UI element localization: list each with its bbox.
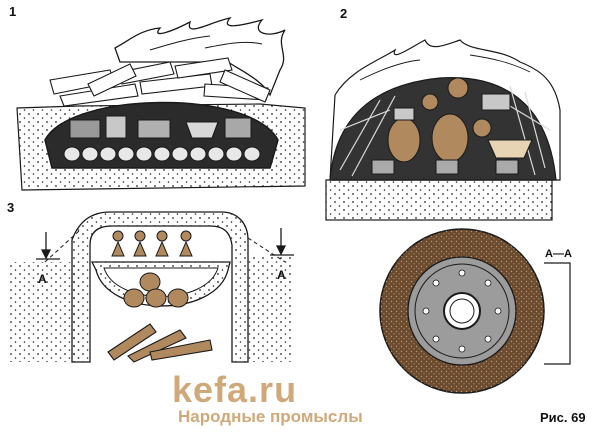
sticks	[339, 85, 551, 177]
watermark-subtitle: Народные промыслы	[178, 407, 363, 426]
section-arrow-left	[36, 232, 60, 260]
vent-holes	[422, 269, 502, 353]
section-view-label: A—A	[545, 248, 572, 260]
panel-2-bonfire-firing	[325, 39, 561, 221]
ground-soil	[325, 179, 553, 221]
panel-number-3: 3	[7, 200, 15, 215]
pottery-items	[69, 115, 252, 139]
firewood	[107, 323, 213, 363]
pottery-items	[123, 272, 189, 308]
flames	[114, 17, 286, 97]
panel-number-2: 2	[340, 6, 348, 21]
panel-3-kiln-section	[10, 211, 294, 363]
section-line	[44, 229, 286, 263]
flames	[329, 39, 561, 181]
section-mark-right: A	[277, 268, 286, 282]
panel-1-pit-firing	[16, 17, 306, 191]
firewood-logs	[49, 57, 271, 107]
ground-soil-right	[248, 256, 292, 362]
section-bracket	[544, 262, 571, 365]
section-arrow-right	[270, 228, 294, 256]
ground-soil-left	[10, 262, 82, 362]
section-aa-plan-view	[379, 228, 571, 394]
watermark-site: kefa.ru	[172, 369, 298, 410]
kiln-wall	[71, 211, 249, 363]
figure-caption: Рис. 69	[540, 410, 586, 425]
pottery-figurines	[111, 230, 193, 257]
grate-logs	[63, 146, 261, 162]
panel-number-1: 1	[9, 4, 17, 19]
pottery-items	[371, 77, 533, 175]
section-mark-left: A	[38, 272, 47, 286]
